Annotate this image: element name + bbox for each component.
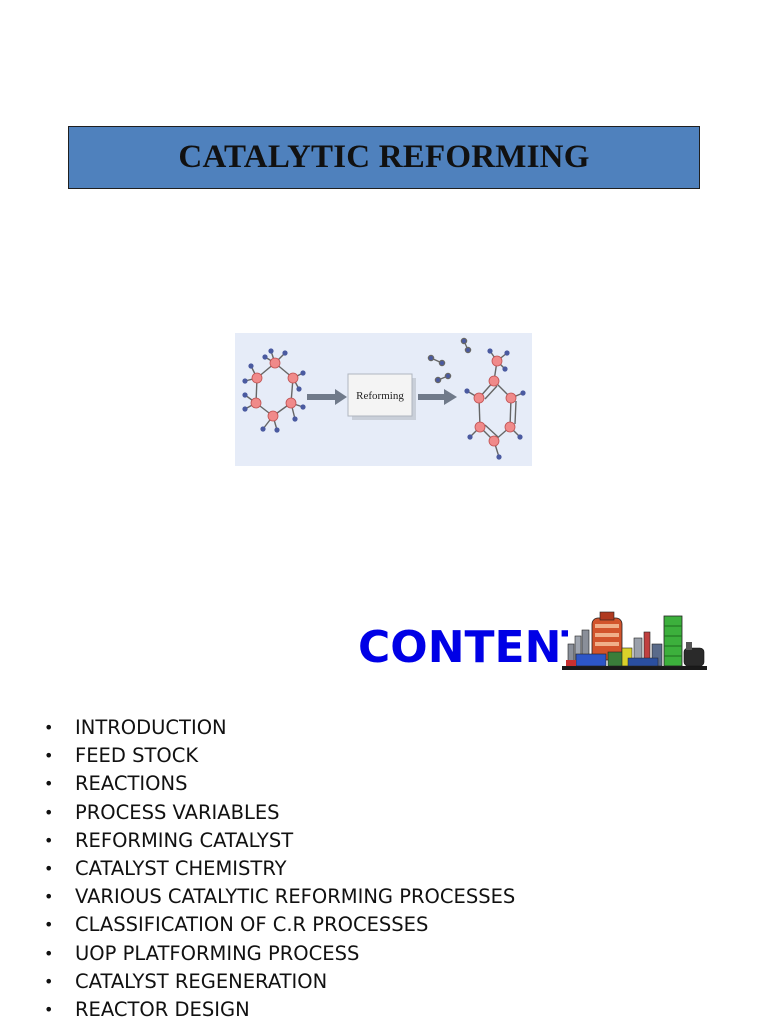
left-arrow-icon <box>307 389 347 405</box>
list-item-text: VARIOUS CATALYTIC REFORMING PROCESSES <box>75 885 516 909</box>
reforming-diagram: Reforming <box>235 333 532 466</box>
list-item: • REFORMING CATALYST <box>44 827 515 855</box>
list-item: • CATALYST REGENERATION <box>44 968 515 996</box>
reforming-label: Reforming <box>356 390 404 402</box>
contents-heading: CONTENTS <box>358 622 568 673</box>
bullet: • <box>44 859 54 879</box>
list-item-text: CATALYST REGENERATION <box>75 969 328 993</box>
list-item: • FEED STOCK <box>44 742 515 770</box>
list-item: • PROCESS VARIABLES <box>44 799 515 827</box>
hydrogen-molecules-icon <box>427 337 472 384</box>
bullet: • <box>44 802 54 822</box>
contents-list: • INTRODUCTION • FEED STOCK • REACTIONS • PR… <box>44 714 515 1024</box>
list-item: • CATALYST CHEMISTRY <box>44 855 515 883</box>
list-item-text: REFORMING CATALYST <box>75 828 294 852</box>
list-item-text: REACTOR DESIGN <box>75 997 250 1021</box>
title-banner: CATALYTIC REFORMING <box>68 126 700 189</box>
aromatic-molecule-icon <box>464 348 526 460</box>
reforming-box <box>347 373 413 417</box>
list-item-text: FEED STOCK <box>75 744 199 768</box>
list-item: • CLASSIFICATION OF C.R PROCESSES <box>44 911 515 939</box>
page-title: CATALYTIC REFORMING <box>178 139 590 175</box>
right-arrow-icon <box>418 389 457 405</box>
bullet: • <box>44 774 54 794</box>
list-item-text: CLASSIFICATION OF C.R PROCESSES <box>75 913 429 937</box>
list-item-text: CATALYST CHEMISTRY <box>75 857 287 881</box>
bullet: • <box>44 887 54 907</box>
bullet: • <box>44 999 54 1019</box>
cyclohexane-molecule-icon <box>242 348 306 433</box>
list-item: • REACTOR DESIGN <box>44 996 515 1024</box>
refinery-clipart-icon <box>562 608 707 670</box>
list-item: • INTRODUCTION <box>44 714 515 742</box>
list-item-text: UOP PLATFORMING PROCESS <box>75 941 360 965</box>
list-item-text: PROCESS VARIABLES <box>75 800 280 824</box>
list-item-text: REACTIONS <box>75 772 188 796</box>
list-item: • VARIOUS CATALYTIC REFORMING PROCESSES <box>44 883 515 911</box>
bullet: • <box>44 943 54 963</box>
list-item: • UOP PLATFORMING PROCESS <box>44 940 515 968</box>
bullet: • <box>44 718 54 738</box>
bullet: • <box>44 830 54 850</box>
list-item: • REACTIONS <box>44 770 515 798</box>
bullet: • <box>44 971 54 991</box>
bullet: • <box>44 915 54 935</box>
bullet: • <box>44 746 54 766</box>
list-item-text: INTRODUCTION <box>75 716 227 740</box>
